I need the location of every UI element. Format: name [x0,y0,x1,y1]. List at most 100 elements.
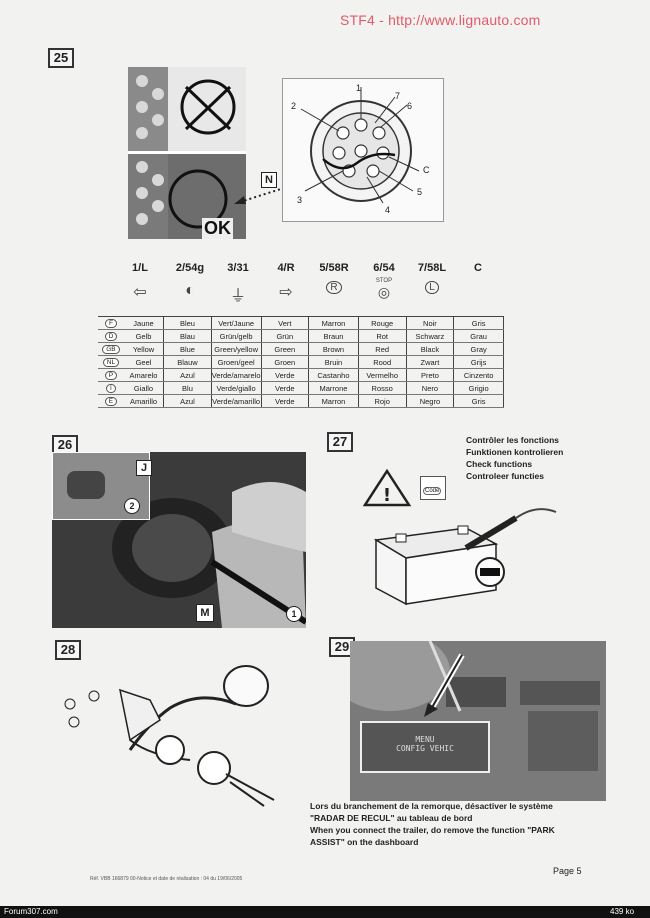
color-cell: Verde/giallo [211,381,262,395]
code-label: Code [423,487,442,495]
color-cell: Brown [308,342,359,356]
right-lamp-icon: R [310,281,358,294]
color-cell: Negro [406,394,455,408]
svg-text:!: ! [383,485,391,506]
connector-photo [128,67,246,239]
color-cell: Grijs [453,355,504,369]
fog-light-icon: ◐ [185,282,195,299]
caption-line-1: Lors du branchement de la remorque, désa… [310,801,553,811]
radar-caption: Lors du branchement de la remorque, désa… [310,800,610,848]
inset-plug [67,471,105,499]
color-cell: Green [261,342,310,356]
page-number: Page 5 [553,866,582,876]
socket-drawing [300,87,420,204]
color-cell: Noir [406,317,455,330]
color-cell: Verde [261,368,310,382]
color-cell: Amarillo [123,394,165,408]
color-cell: Giallo [123,381,165,395]
right-lamp-letter: R [326,281,342,294]
step-26-photo-art [52,452,308,628]
color-cell: Groen/geel [211,355,262,369]
pin-header-7: 7/58L [417,262,447,274]
color-cell: Azul [163,368,212,382]
battery-drawing [373,508,557,606]
pin-header-5: 5/58R [319,262,349,274]
color-cell: Grün/gelb [211,329,262,343]
display-line-2: CONFIG VEHIC [396,744,454,753]
color-cell: Azul [163,394,212,408]
left-lamp-letter: L [425,281,439,294]
color-cell: Amarelo [123,368,165,382]
color-cell: Yellow [123,342,165,356]
language-code: I [98,381,124,395]
color-cell: Grau [453,329,504,343]
caption-line-2: "RADAR DE RECUL" au tableau de bord [310,813,473,823]
warning-icon: ! [362,468,412,507]
color-cell: Vert [261,317,310,330]
color-cell: Gray [453,342,504,356]
reference-note: Réf. VBB 166879 00-Notice et date de réa… [90,876,243,882]
step-26-photo: J 2 M 1 [52,452,308,628]
color-cell: Schwarz [406,329,455,343]
language-code: D [98,329,124,343]
color-cell: Geel [123,355,165,369]
check-functions-text: Contrôler les fonctions Funktionen kontr… [466,434,563,482]
color-cell: Gelb [123,329,165,343]
color-cell: Bruin [308,355,359,369]
color-cell: Cinzento [453,368,504,382]
language-badge: P [104,371,118,380]
language-badge: I [106,384,116,393]
manual-book-icon: Code [420,476,446,500]
towbar-drawing [64,665,275,807]
color-cell: Groen [261,355,310,369]
file-size-tag: 439 ko [610,907,635,916]
color-cell: Blu [163,381,212,395]
stop-lamp-icon: STOP◎ [360,278,408,301]
color-cell: Rood [358,355,407,369]
dashboard-display: MENU CONFIG VEHIC [360,721,490,773]
step-25-label: 25 [48,48,74,68]
language-code: P [98,368,124,382]
stop-lamp-glyph: ◎ [377,284,391,300]
color-cell: Blauw [163,355,212,369]
color-cell: Marrone [308,381,359,395]
step-27-label: 27 [327,432,353,452]
pin-label-7: 7 [395,91,401,101]
color-cell: Gris [453,394,504,408]
language-badge: D [104,332,118,341]
language-code: GB [98,342,124,356]
display-line-1: MENU [415,735,435,744]
pin-header-2: 2/54g [175,262,205,274]
color-cell: Bleu [163,317,212,330]
scan-footer-bar [0,906,650,918]
color-cell: Vert/Jaune [211,317,262,330]
language-code: NL [98,355,124,369]
color-cell: Zwart [406,355,455,369]
language-badge: GB [102,345,120,354]
color-cell: Grigio [453,381,504,395]
color-cell: Blau [163,329,212,343]
color-cell: Blue [163,342,212,356]
dashboard-photo: MENU CONFIG VEHIC [330,631,606,801]
pin-label-3: 3 [297,195,303,205]
color-cell: Castanho [308,368,359,382]
color-cell: Verde/amarillo [211,394,262,408]
check-line-en: Check functions [466,459,533,469]
check-line-nl: Controleer functies [466,471,544,481]
color-cell: Marron [308,317,359,330]
color-cell: Black [406,342,455,356]
pin-header-4: 4/R [277,262,295,274]
color-cell: Rojo [358,394,407,408]
left-arrow-icon: ⇦ [133,284,147,301]
left-lamp-icon: L [408,281,456,294]
color-cell: Jaune [123,317,165,330]
socket-diagram: 1 2 3 4 5 6 7 C [282,78,444,222]
caption-line-4: ASSIST" on the dashboard [310,837,419,847]
step-26-label: 26 [52,435,78,455]
